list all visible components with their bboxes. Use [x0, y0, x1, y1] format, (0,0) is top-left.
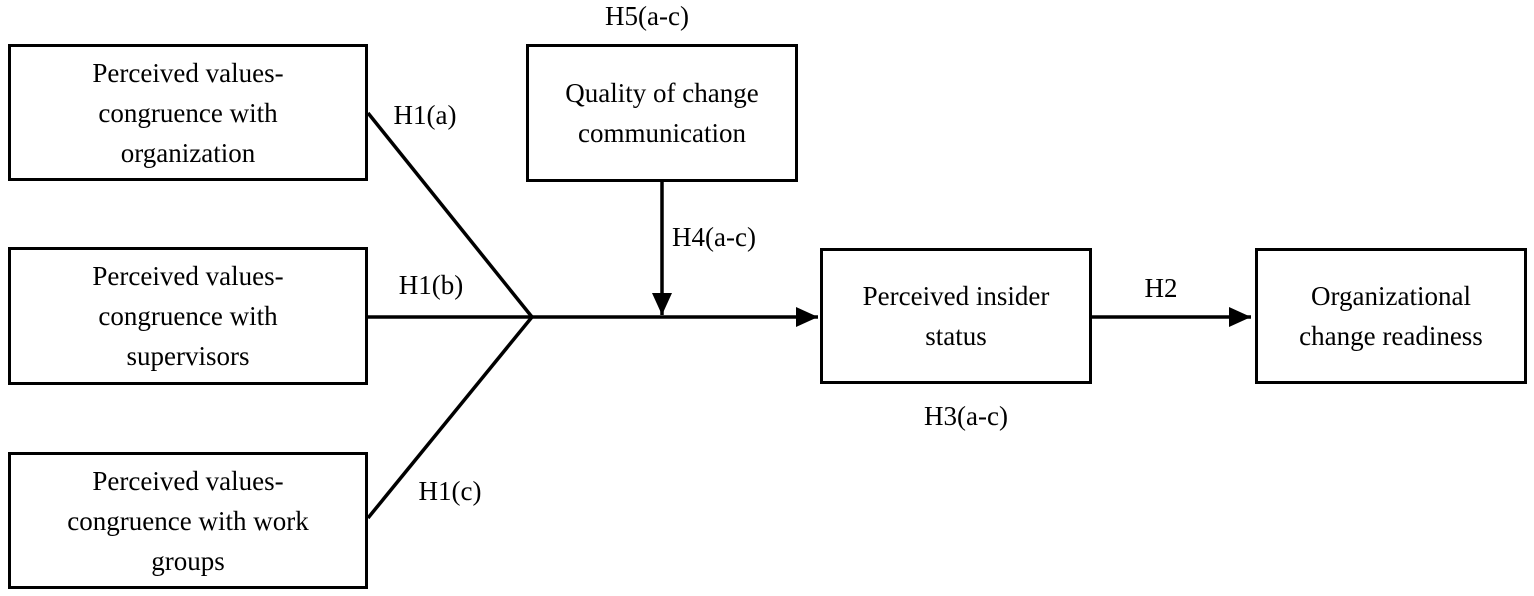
edge-label-h1c: H1(c)	[418, 476, 482, 506]
edge-label-h1a: H1(a)	[393, 100, 457, 130]
node-perceived-values-congruence-work-groups: Perceived values- congruence with work g…	[8, 452, 368, 589]
edge-label-h5: H5(a-c)	[605, 1, 689, 31]
edge-h1a-line	[366, 111, 534, 319]
node-quality-of-change-communication: Quality of change communication	[526, 44, 798, 182]
edge-label-h3: H3(a-c)	[924, 401, 1008, 431]
edge-label-h2: H2	[1144, 273, 1178, 303]
edge-label-h1b: H1(b)	[398, 270, 464, 300]
node-perceived-insider-status: Perceived insider status	[820, 248, 1092, 384]
edge-h1c-line	[366, 315, 534, 520]
edge-label-h4: H4(a-c)	[672, 222, 756, 252]
node-perceived-values-congruence-organization: Perceived values- congruence with organi…	[8, 44, 368, 181]
node-organizational-change-readiness: Organizational change readiness	[1255, 248, 1527, 384]
node-perceived-values-congruence-supervisors: Perceived values- congruence with superv…	[8, 247, 368, 385]
